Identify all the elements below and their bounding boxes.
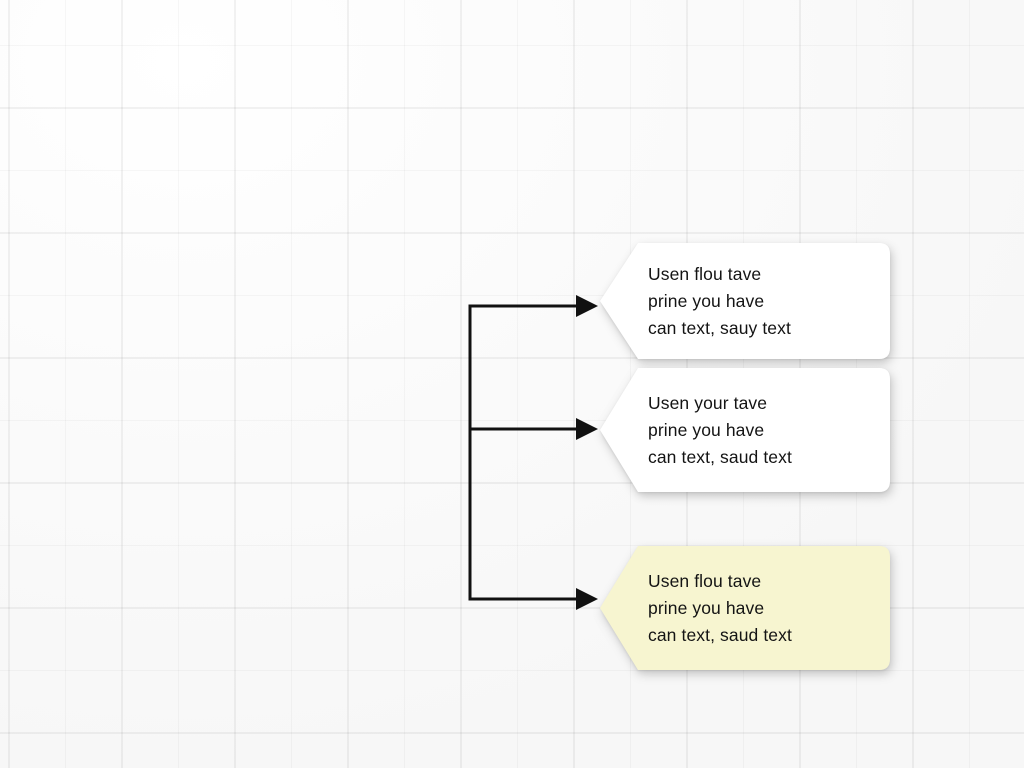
callout-body-3 [600,546,890,670]
arrowhead-icon-1 [576,295,598,317]
callout-line-2: prine you have [648,419,765,440]
callout-line-1: Usen your tave [648,392,768,413]
callout-shape-3 [600,546,890,670]
callout-shape-2 [600,368,890,492]
callout-line-3: can text, saud text [648,624,792,645]
callout-box-3-highlighted[interactable]: Usen flou tave prine you have can text, … [600,546,890,670]
callout-text-2: Usen your tave prine you have can text, … [600,390,890,471]
callout-line-2: prine you have [648,290,765,311]
callout-line-1: Usen flou tave [648,263,762,284]
callout-text-1: Usen flou tave prine you have can text, … [600,261,890,342]
callout-text-3: Usen flou tave prine you have can text, … [600,568,890,649]
callout-body-1 [600,243,890,359]
callout-line-3: can text, saud text [648,446,792,467]
callout-body-2 [600,368,890,492]
callout-line-1: Usen flou tave [648,570,762,591]
callout-box-2[interactable]: Usen your tave prine you have can text, … [600,368,890,492]
callout-line-2: prine you have [648,597,765,618]
arrowhead-icon-2 [576,418,598,440]
callout-box-1[interactable]: Usen flou tave prine you have can text, … [600,243,890,359]
callout-line-3: can text, sauy text [648,317,791,338]
arrowhead-icon-3 [576,588,598,610]
connector-paths [468,295,598,610]
callout-shape-1 [600,243,890,359]
